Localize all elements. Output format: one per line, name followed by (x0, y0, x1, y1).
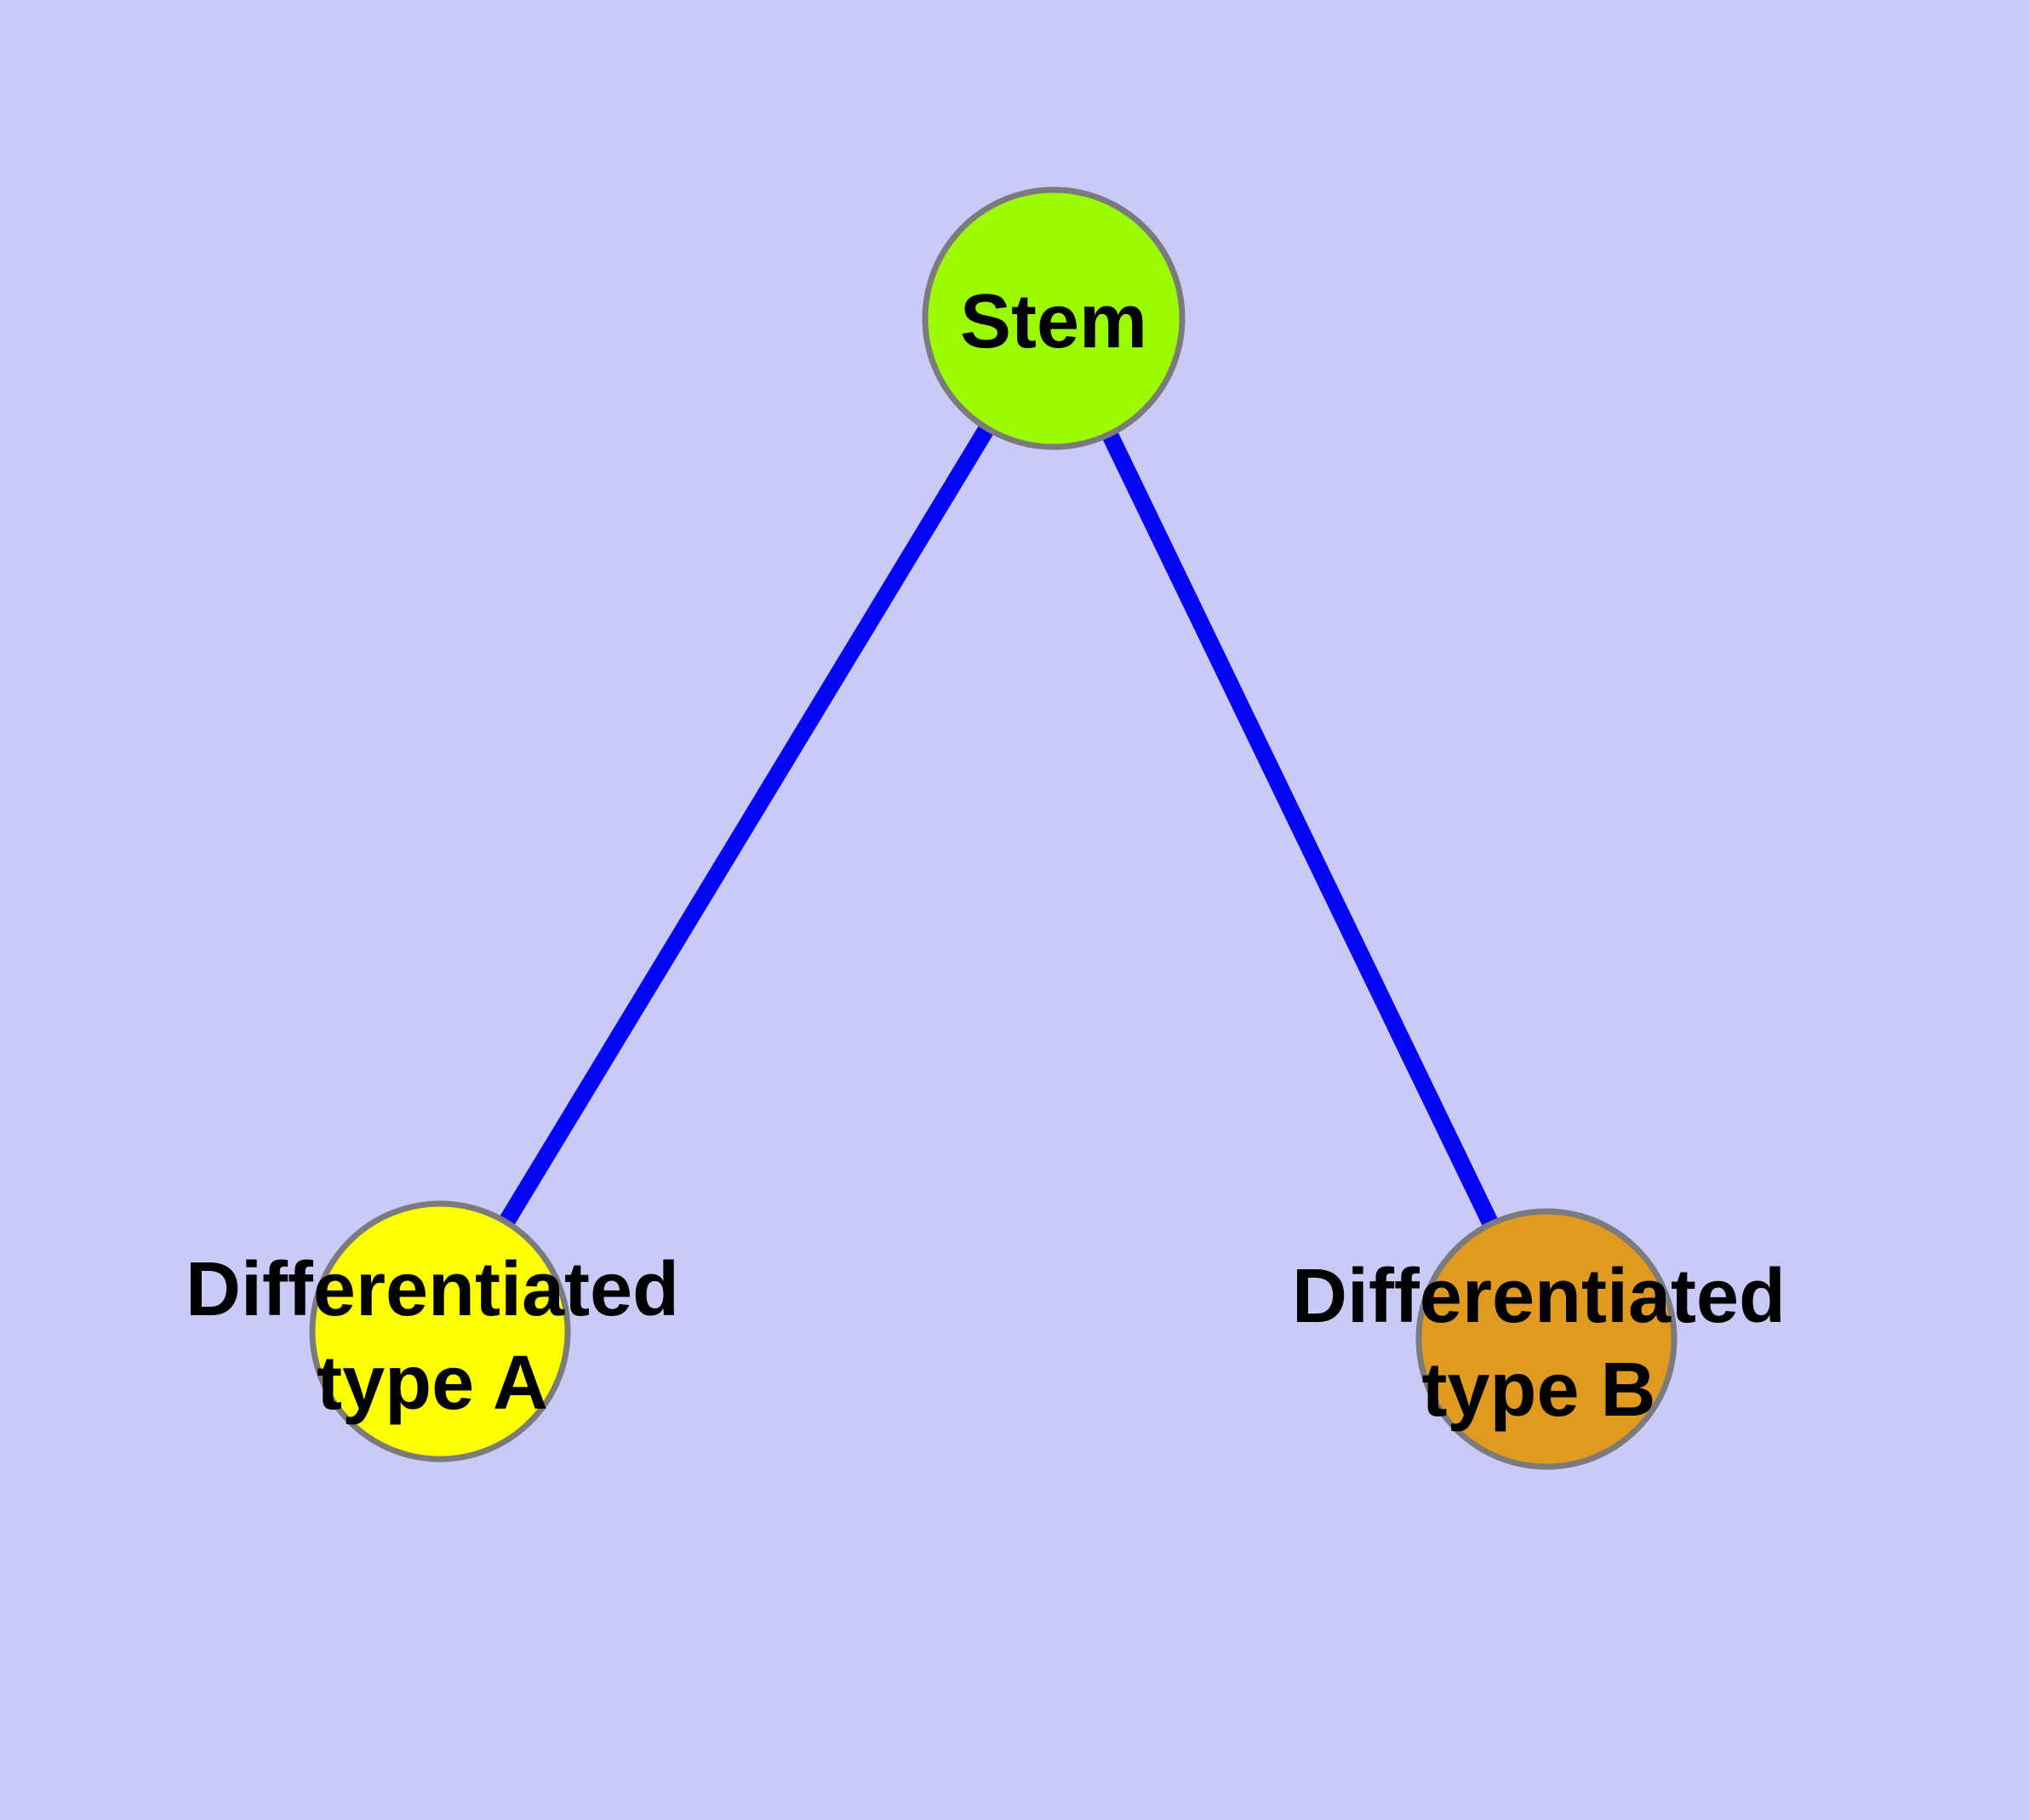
type-a-node-circle (309, 1200, 571, 1462)
edge-stem-to-type-b (1045, 314, 1555, 1343)
node-stem: Stem (922, 186, 1186, 450)
node-differentiated-type-a: Differentiated type A (186, 1200, 679, 1462)
type-b-node-circle (1415, 1208, 1677, 1470)
stem-node-circle (922, 186, 1186, 450)
type-b-node-label-line1: Differentiated (1292, 1254, 1786, 1339)
edge-stem-to-type-a (432, 313, 1061, 1336)
node-differentiated-type-b: Differentiated type B (1292, 1208, 1786, 1470)
type-b-node-label-line2: type B (1421, 1348, 1655, 1433)
stem-node-label: Stem (960, 279, 1147, 364)
type-a-node-label-line1: Differentiated (186, 1247, 679, 1332)
type-a-node-label-line2: type A (317, 1341, 548, 1426)
